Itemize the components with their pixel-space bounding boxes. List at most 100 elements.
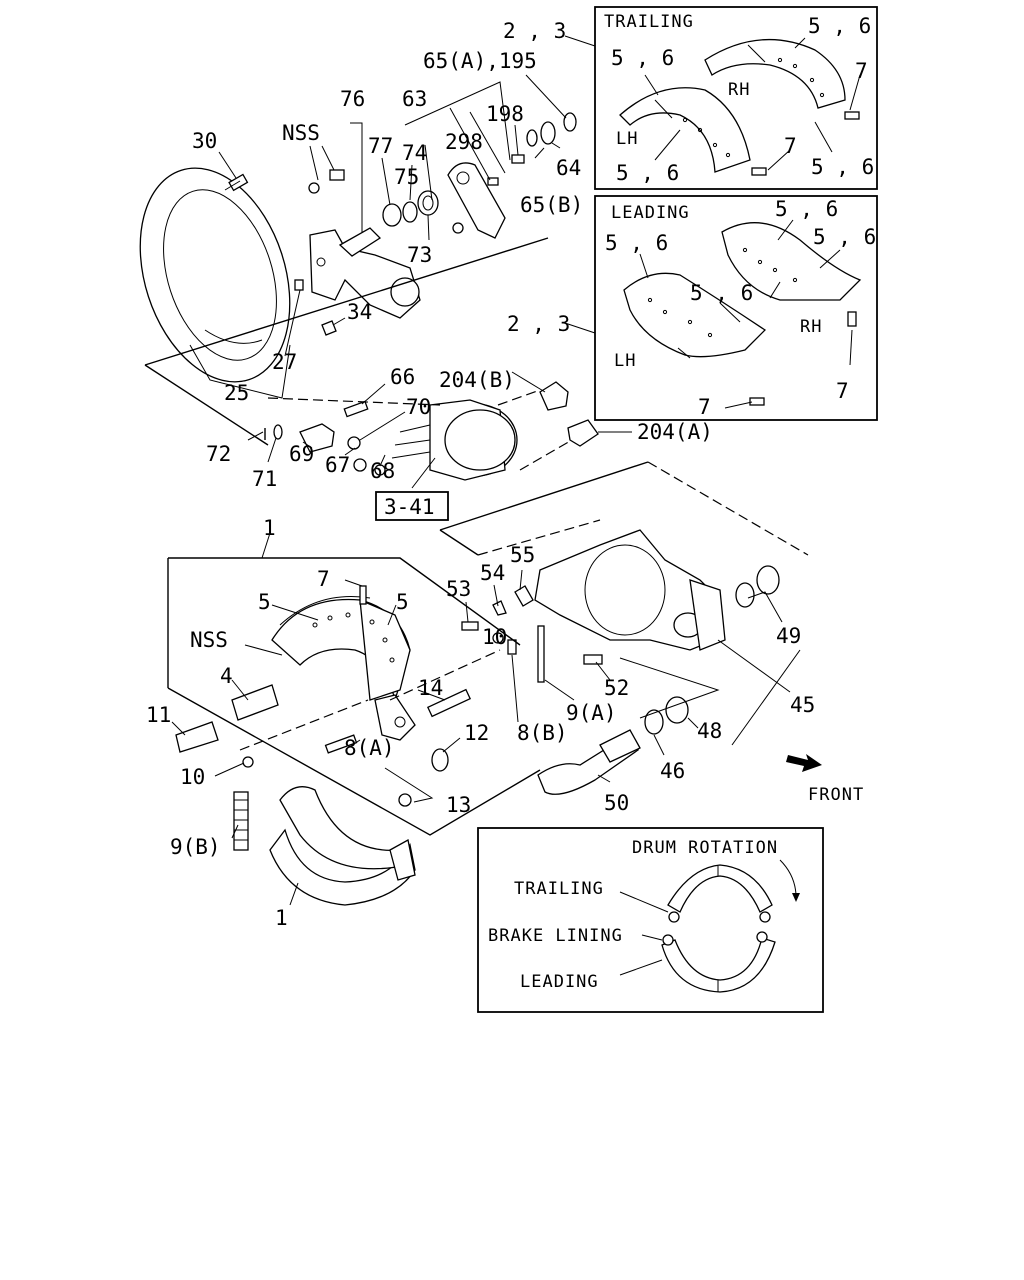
label-71: 71 (252, 467, 277, 491)
leading-labels: LEADING 5 , 6 5 , 6 5 , 6 5 , 6 RH LH 7 … (605, 197, 876, 419)
trailing-lh: LH (616, 129, 638, 149)
label-14: 14 (418, 676, 443, 700)
trailing-56-bottom-right: 5 , 6 (811, 155, 874, 179)
label-front: FRONT (808, 785, 864, 805)
trailing-labels: TRAILING 5 , 6 5 , 6 7 RH LH 7 5 , 6 5 ,… (604, 12, 874, 185)
label-65a-195: 65(A),195 (423, 49, 537, 73)
leading-56-top: 5 , 6 (775, 197, 838, 221)
rotation-inset-box (477, 827, 824, 1013)
label-204b: 204(B) (439, 368, 515, 392)
rotation-inset-labels: DRUM ROTATION TRAILING BRAKE LINING LEAD… (488, 838, 778, 992)
label-9b: 9(B) (170, 835, 221, 859)
label-30: 30 (192, 129, 217, 153)
label-52: 52 (604, 676, 629, 700)
leader-lines-top (144, 74, 567, 446)
label-49: 49 (776, 624, 801, 648)
trailing-rh: RH (728, 80, 750, 100)
label-25: 25 (224, 381, 249, 405)
label-2-3-top: 2 , 3 (503, 19, 566, 43)
label-64: 64 (556, 156, 581, 180)
label-11: 11 (146, 703, 171, 727)
spider-housing (534, 529, 780, 651)
trailing-56-top-right: 5 , 6 (808, 14, 871, 38)
label-67: 67 (325, 453, 350, 477)
label-8a: 8(A) (344, 736, 395, 760)
leader-lines-shoe (171, 579, 501, 906)
shoe-assembly-outline (167, 532, 541, 836)
label-10-a: 10 (180, 765, 205, 789)
leading-7-right: 7 (836, 379, 849, 403)
label-68: 68 (370, 459, 395, 483)
label-10-b: 10 (482, 625, 507, 649)
leading-56-right: 5 , 6 (813, 225, 876, 249)
nss-bolts (308, 169, 345, 194)
label-3-41: 3-41 (384, 495, 435, 519)
label-66: 66 (390, 365, 415, 389)
trailing-linings (619, 39, 860, 176)
leading-box (594, 195, 878, 421)
leader-lines-leading (564, 219, 853, 409)
inset-leading: LEADING (520, 972, 599, 992)
spider-small-parts (461, 585, 603, 683)
label-27: 27 (272, 350, 297, 374)
brake-shoe-upper (271, 596, 416, 741)
bushings-77-75 (382, 190, 439, 227)
leading-lh: LH (614, 351, 636, 371)
label-8b: 8(B) (517, 721, 568, 745)
label-5-b: 5 (396, 590, 409, 614)
small-parts-66-72 (264, 400, 386, 476)
label-45: 45 (790, 693, 815, 717)
small-parts-27-34 (294, 279, 337, 336)
leader-lines-mid (247, 371, 632, 489)
label-76: 76 (340, 87, 365, 111)
label-48: 48 (697, 719, 722, 743)
label-4: 4 (220, 664, 233, 688)
label-70: 70 (406, 395, 431, 419)
inset-trailing: TRAILING (514, 879, 604, 899)
brake-shoe-lower (269, 786, 416, 906)
trailing-box (594, 6, 878, 190)
leading-rh: RH (800, 317, 822, 337)
label-75: 75 (394, 165, 419, 189)
label-nss-top: NSS (282, 121, 320, 145)
camshaft-50 (537, 729, 641, 795)
label-69: 69 (289, 442, 314, 466)
label-55: 55 (510, 543, 535, 567)
leader-lines-trailing (564, 35, 861, 171)
label-198: 198 (486, 102, 524, 126)
bolt-30 (224, 173, 249, 192)
label-73: 73 (407, 243, 432, 267)
trailing-56-top-left: 5 , 6 (611, 46, 674, 70)
camshaft-bracket (309, 227, 421, 319)
label-74: 74 (402, 141, 427, 165)
brake-chamber (391, 399, 518, 481)
trailing-7-bottom: 7 (784, 134, 797, 158)
leading-linings (623, 222, 862, 406)
leading-title: LEADING (611, 203, 690, 223)
drum-inset-graphic (619, 859, 800, 993)
label-12: 12 (464, 721, 489, 745)
label-65b: 65(B) (520, 193, 583, 217)
inset-drum-rotation: DRUM ROTATION (632, 838, 778, 858)
label-53: 53 (446, 577, 471, 601)
front-arrow (786, 754, 822, 772)
leading-56-middle: 5 , 6 (690, 281, 753, 305)
label-72: 72 (206, 442, 231, 466)
label-54: 54 (480, 561, 505, 585)
label-34: 34 (347, 300, 372, 324)
label-1-top: 1 (263, 516, 276, 540)
label-9a: 9(A) (566, 701, 617, 725)
label-63: 63 (402, 87, 427, 111)
label-5-a: 5 (258, 590, 271, 614)
part-labels: 2 , 3 65(A),195 76 63 198 298 NSS 77 74 … (146, 19, 864, 930)
label-50: 50 (604, 791, 629, 815)
label-204a: 204(A) (637, 420, 713, 444)
seals-46-48 (644, 696, 689, 735)
label-2-3-mid: 2 , 3 (507, 312, 570, 336)
inset-brake-lining: BRAKE LINING (488, 926, 623, 946)
backing-plate (139, 167, 291, 383)
label-7-left: 7 (317, 567, 330, 591)
leading-7-bottom: 7 (698, 395, 711, 419)
